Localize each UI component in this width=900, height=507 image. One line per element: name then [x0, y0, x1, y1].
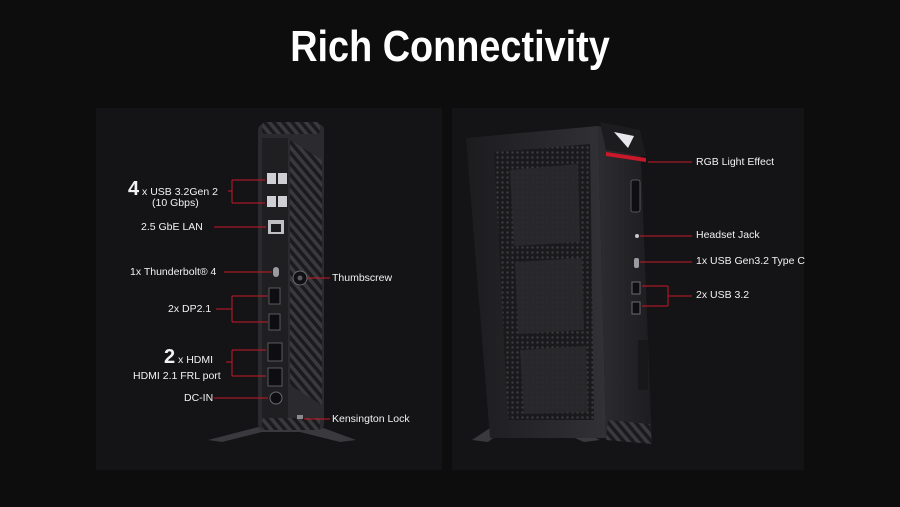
usb32-label: 2x USB 3.2 [696, 289, 750, 301]
typec-label: 1x USB Gen3.2 Type C [696, 255, 805, 267]
thumbscrew-label: Thumbscrew [332, 272, 393, 284]
hdmi-label: 2 x HDMI [164, 346, 213, 369]
usb-name: x USB 3.2Gen 2 [142, 186, 218, 198]
hdmi-count: 2 [164, 346, 176, 368]
left-callouts [214, 179, 330, 420]
headset-label: Headset Jack [696, 229, 760, 241]
right-callouts [640, 161, 692, 307]
usb-count: 4 [128, 178, 140, 200]
front-device [466, 122, 652, 444]
dp-label: 2x DP2.1 [168, 303, 212, 315]
kensington-label: Kensington Lock [332, 413, 410, 425]
thunderbolt-label: 1x Thunderbolt® 4 [130, 266, 217, 278]
lan-label: 2.5 GbE LAN [141, 221, 203, 233]
usb-label: 4 x USB 3.2Gen 2 [128, 178, 218, 201]
hdmi-name: x HDMI [178, 354, 214, 366]
rear-device [208, 122, 356, 442]
page-title: Rich Connectivity [290, 22, 610, 71]
usb-speed: (10 Gbps) [152, 197, 199, 209]
dcin-label: DC-IN [184, 392, 214, 404]
rgb-label: RGB Light Effect [696, 156, 775, 168]
hdmi-sub-label: HDMI 2.1 FRL port [133, 370, 221, 382]
